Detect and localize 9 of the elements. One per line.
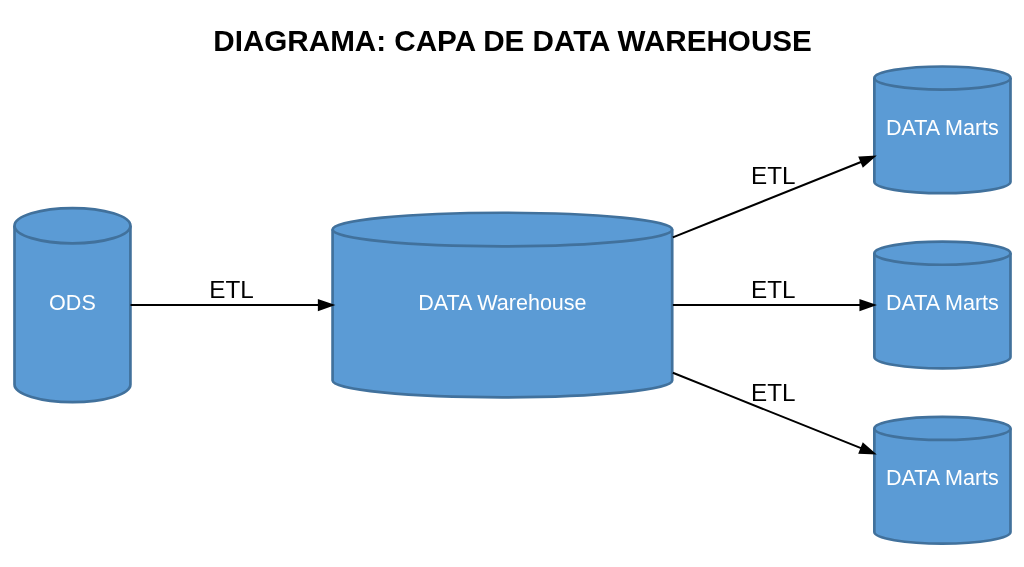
edge-label: ETL [208,275,254,303]
diagram-title: DIAGRAMA: CAPA DE DATA WAREHOUSE [212,24,812,58]
arrow [130,298,335,312]
edge-label: ETL [750,275,796,303]
arrow [671,371,877,455]
arrow [671,155,877,239]
edge-label: ETL [750,162,796,190]
edge-label: ETL [750,379,796,407]
arrow [672,298,877,312]
